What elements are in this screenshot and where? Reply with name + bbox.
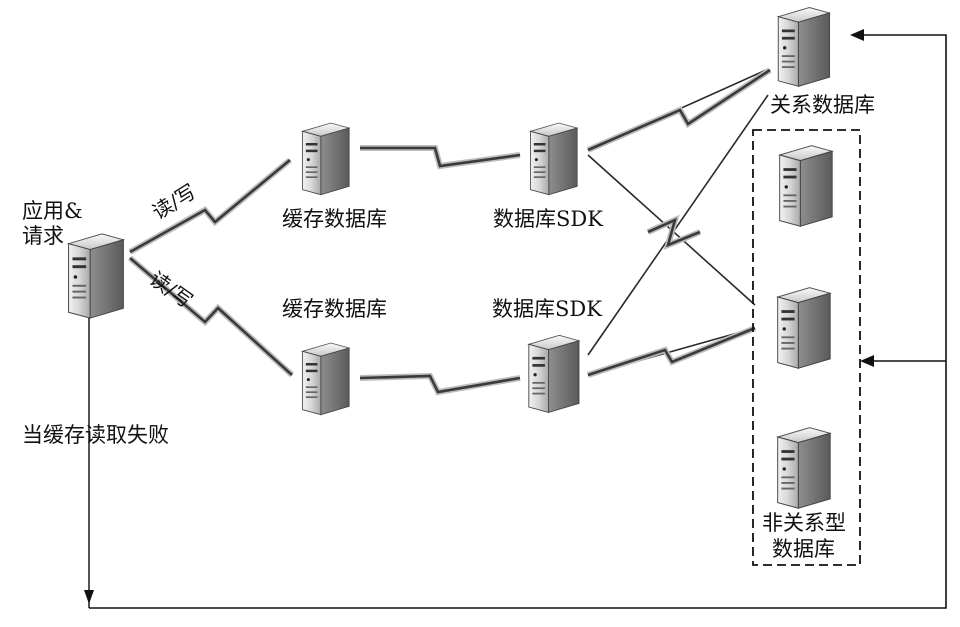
- link-cache-bottom-to-sdk-bottom: [359, 372, 521, 396]
- nosql-server-3-icon: [777, 427, 831, 509]
- relational-db-label: 关系数据库: [770, 93, 875, 117]
- arrow-head-cache-miss-down: [84, 590, 94, 604]
- link-cache-top-to-sdk-top: [360, 145, 521, 170]
- app-label-line2: 请求: [22, 224, 64, 248]
- app-server-icon: [68, 233, 124, 319]
- link-app-to-cache-bottom: [128, 255, 295, 378]
- cache-server-top-icon: [302, 122, 350, 196]
- cache-miss-label: 当缓存读取失败: [22, 423, 169, 447]
- relational-db-server-icon: [777, 6, 831, 87]
- link-cross-zigzag: [646, 214, 702, 251]
- nosql-server-2-icon: [777, 287, 831, 369]
- sdk-server-top-icon: [530, 122, 578, 196]
- arrow-head-to-nosql: [860, 355, 874, 367]
- link-sdk-top-to-relational-zigzag: [586, 67, 772, 153]
- link-sdk-bottom-to-relational: [587, 94, 769, 356]
- app-label-line1: 应用&: [22, 199, 83, 223]
- cache-db-bottom-label: 缓存数据库: [282, 297, 387, 321]
- nosql-database-group: [752, 129, 861, 566]
- sdk-top-label: 数据库SDK: [493, 207, 603, 231]
- nosql-db-label-line2: 数据库: [772, 537, 835, 561]
- cache-server-bottom-icon: [302, 342, 350, 416]
- nosql-server-1-icon: [779, 145, 833, 227]
- sdk-bottom-label: 数据库SDK: [492, 297, 602, 321]
- nosql-db-label-line1: 非关系型: [762, 511, 846, 535]
- cache-miss-return-path: [89, 34, 947, 609]
- sdk-server-bottom-icon: [528, 334, 580, 413]
- arrow-head-to-relational: [850, 29, 864, 41]
- cache-db-top-label: 缓存数据库: [282, 207, 387, 231]
- link-sdk-bottom-to-nosql-zigzag: [587, 325, 757, 378]
- link-app-to-cache-top: [128, 157, 292, 255]
